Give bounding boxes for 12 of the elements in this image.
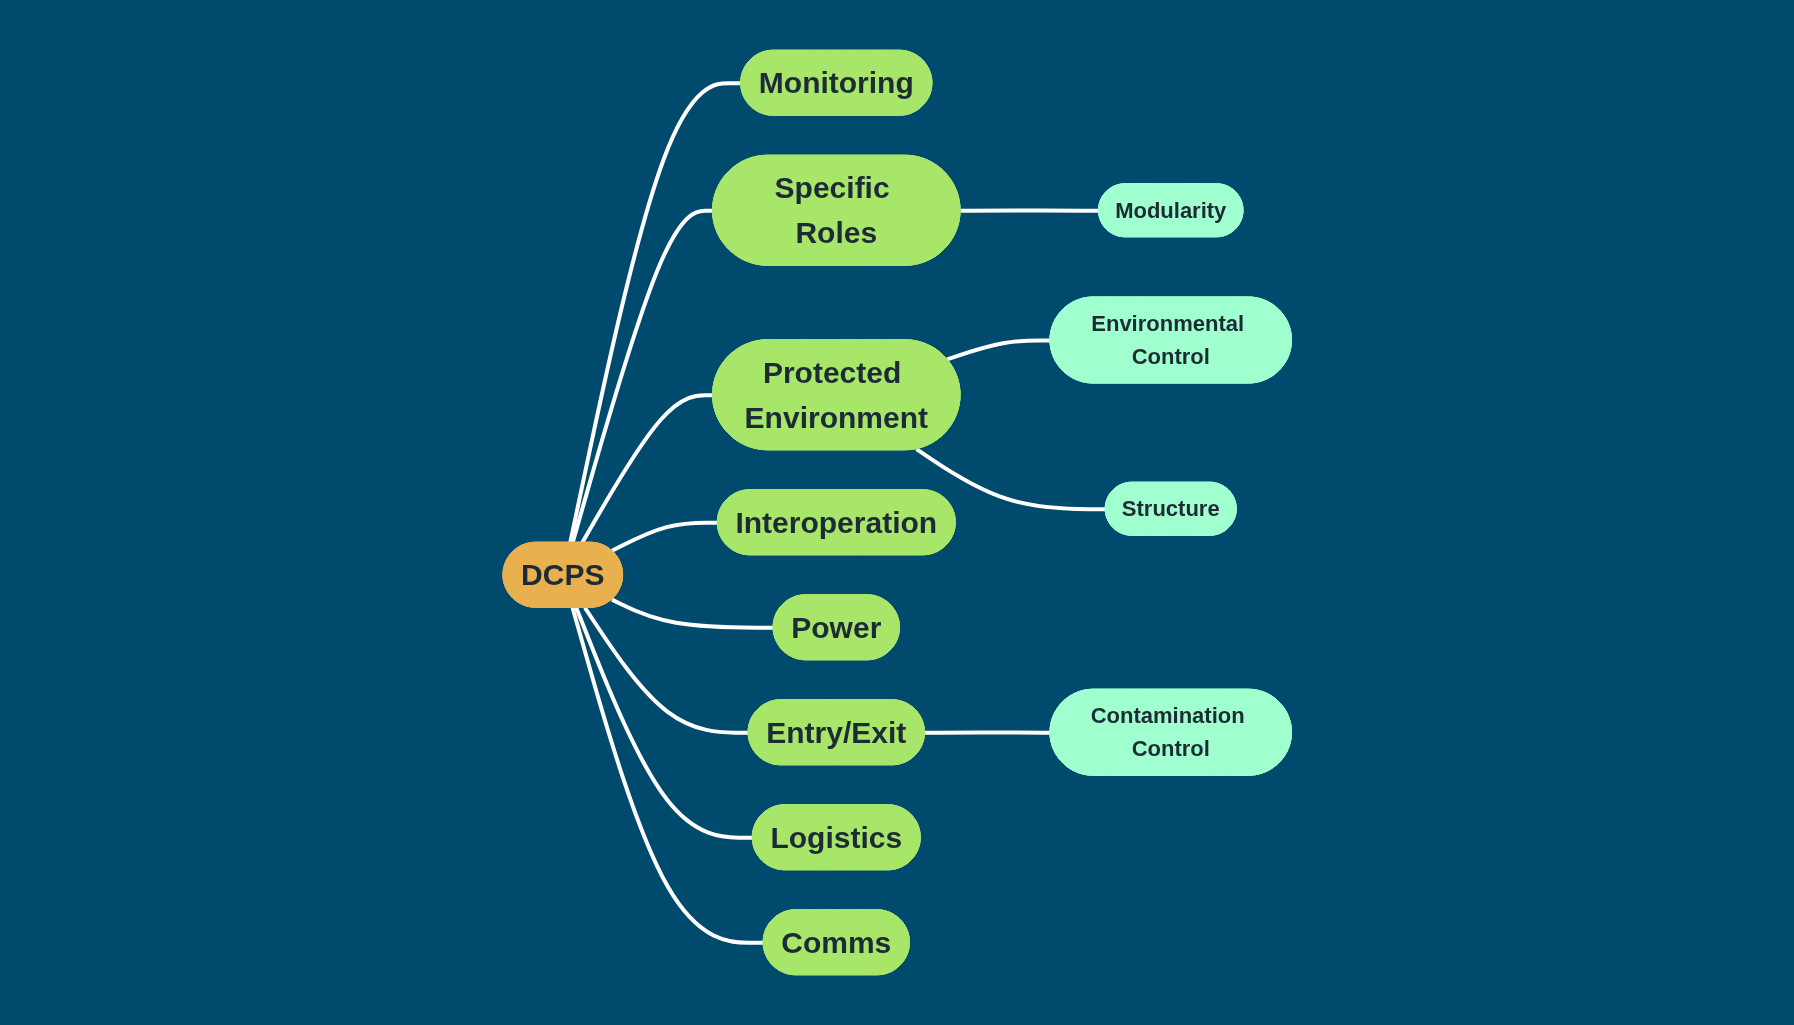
connector <box>915 447 1106 512</box>
connector <box>924 730 1051 735</box>
connector <box>583 606 749 735</box>
connector <box>610 520 718 553</box>
connector <box>610 597 774 630</box>
connector <box>574 607 753 840</box>
connector <box>570 208 713 544</box>
connector <box>960 208 1099 213</box>
connector <box>568 81 741 544</box>
connector <box>570 607 764 945</box>
connector <box>946 338 1051 362</box>
connector <box>580 393 713 544</box>
